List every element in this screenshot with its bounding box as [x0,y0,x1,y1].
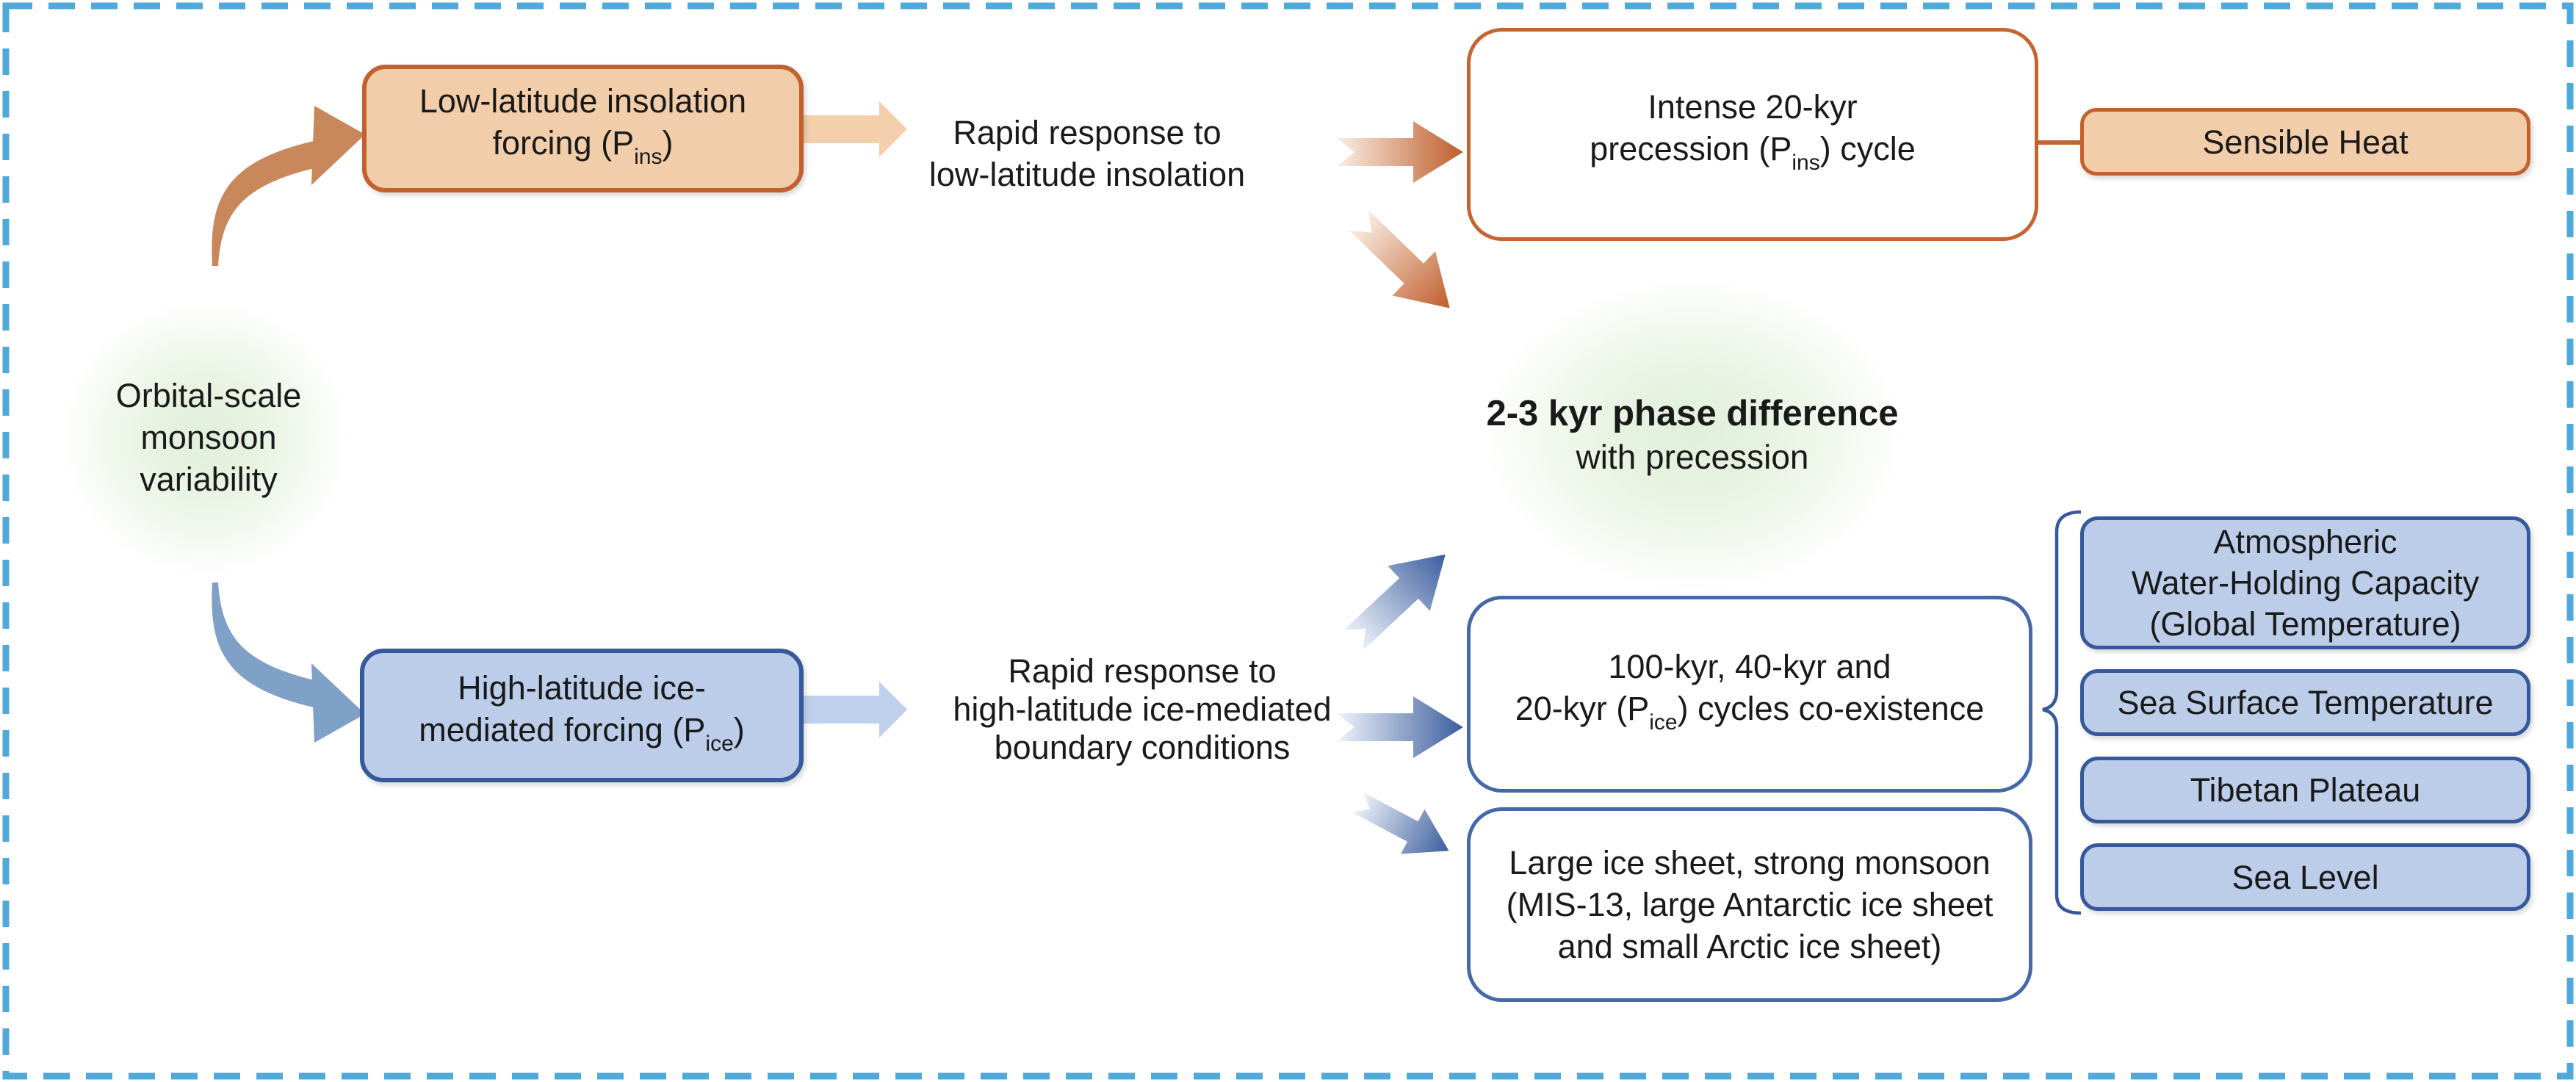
gradient-arrow-response-to-ice-cycles [1337,696,1463,758]
subscript: ins [634,144,663,169]
gradient-arrow-ins-to-phase-difference [1349,210,1450,309]
subscript: ice [705,731,734,756]
ins-forcing-line-2: forcing (Pins) [493,122,674,178]
ice-cycles-line-2: 20-kyr (Pice) cycles co-existence [1515,688,1985,743]
label-part: ) [733,710,745,749]
phase-line-2: with precession [1576,438,1809,476]
outcome-1-line-2: Water-Holding Capacity [2131,563,2480,602]
outcome-box-sea-level: Sea Level [2080,843,2530,911]
ice-cycles-box: 100-kyr, 40-kyr and 20-kyr (Pice) cycles… [1467,596,2032,793]
gradient-arrow-response-to-ice-sheet [1352,792,1449,854]
outcome-1-line-1: Atmospheric [2213,522,2398,560]
block-arrow-ins-forcing-to-response [804,101,907,157]
label-part: precession (P [1590,129,1792,167]
ice-sheet-line-1: Large ice sheet, strong monsoon [1509,844,1991,881]
subscript: ins [1792,150,1820,175]
ice-response-line-1: Rapid response to [1008,652,1277,690]
source-line-3: variability [140,461,278,498]
ice-sheet-box: Large ice sheet, strong monsoon (MIS-13,… [1467,807,2032,1002]
outcome-1-line-3: (Global Temperature) [2149,605,2461,643]
ice-forcing-line-2: mediated forcing (Pice) [419,709,745,765]
gradient-arrow-ice-to-phase-difference [1343,554,1446,651]
curved-arrow-to-ice-forcing [212,583,365,743]
source-node-label: Orbital-scale monsoon variability [47,375,370,500]
label-part: ) [662,123,674,162]
outcome-4-line-1: Sea Level [2232,858,2379,896]
outcome-3-line-1: Tibetan Plateau [2190,771,2421,809]
label-part: forcing (P [492,123,635,162]
ins-response-line-1: Rapid response to [953,114,1222,151]
outcome-box-tibetan-plateau: Tibetan Plateau [2080,757,2530,823]
ins-response-label: Rapid response to low-latitude insolatio… [903,112,1271,195]
subscript: ice [1649,710,1678,735]
ins-forcing-box: Low-latitude insolation forcing (Pins) [362,65,804,192]
ins-cycle-line-1: Intense 20-kyr [1648,87,1858,126]
sensible-heat-box: Sensible Heat [2080,108,2530,176]
label-part: 20-kyr (P [1515,689,1650,727]
block-arrow-ice-forcing-to-response [804,682,907,737]
ice-response-line-3: boundary conditions [994,729,1291,766]
phase-difference-label: 2-3 kyr phase difference with precession [1432,391,1952,478]
ice-sheet-line-3: and small Arctic ice sheet) [1557,928,1942,965]
phase-line-1: 2-3 kyr phase difference [1486,394,1899,433]
source-line-2: monsoon [140,419,277,456]
ins-forcing-line-1: Low-latitude insolation [419,82,747,120]
ice-sheet-line-2: (MIS-13, large Antarctic ice sheet [1506,886,1994,923]
ice-forcing-line-1: High-latitude ice- [458,668,706,707]
ice-response-label: Rapid response to high-latitude ice-medi… [914,652,1370,767]
gradient-arrow-response-to-ins-cycle [1337,121,1463,183]
ice-forcing-box: High-latitude ice- mediated forcing (Pic… [360,649,804,782]
curved-arrow-to-insolation-forcing [212,106,365,266]
ice-response-line-2: high-latitude ice-mediated [953,690,1332,728]
outcome-2-line-1: Sea Surface Temperature [2117,684,2494,721]
outcome-box-atmospheric-water-holding-capacity: Atmospheric Water-Holding Capacity (Glob… [2080,516,2530,649]
source-line-1: Orbital-scale [115,377,302,414]
ice-cycles-line-1: 100-kyr, 40-kyr and [1608,647,1891,685]
label-part: ) cycles co-existence [1677,689,1985,727]
label-part: mediated forcing (P [419,710,706,749]
ins-cycle-line-2: precession (Pins) cycle [1590,128,1916,184]
ins-response-line-2: low-latitude insolation [928,156,1246,193]
outcomes-bracket [2042,510,2082,915]
outcome-box-sea-surface-temperature: Sea Surface Temperature [2080,669,2530,736]
sensible-heat-label: Sensible Heat [2202,123,2409,161]
label-part: ) cycle [1819,129,1916,167]
ins-cycle-box: Intense 20-kyr precession (Pins) cycle [1467,28,2038,241]
